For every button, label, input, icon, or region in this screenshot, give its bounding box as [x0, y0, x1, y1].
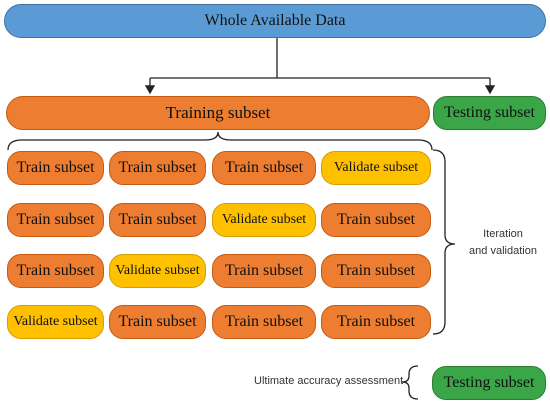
- train-subset-label: Train subset: [118, 313, 197, 330]
- train-subset-label: Train subset: [224, 313, 304, 330]
- train-subset-box: Train subset: [109, 203, 206, 237]
- assessment-label: Ultimate accuracy assessment: [254, 375, 404, 387]
- validate-subset-box: Validate subset: [7, 305, 104, 339]
- train-subset-box: Train subset: [109, 151, 206, 185]
- train-subset-box: Train subset: [212, 151, 316, 185]
- train-subset-box: Train subset: [321, 305, 431, 339]
- validate-subset-label: Validate subset: [13, 314, 98, 329]
- testing-subset-box: Testing subset: [433, 96, 546, 130]
- train-subset-label: Train subset: [16, 262, 95, 279]
- train-subset-label: Train subset: [16, 211, 95, 228]
- train-subset-label: Train subset: [336, 211, 416, 228]
- train-subset-label: Train subset: [336, 262, 416, 279]
- training-subset-label: Training subset: [165, 103, 271, 122]
- iteration-label-line1: Iteration: [483, 228, 523, 240]
- train-subset-label: Train subset: [16, 159, 95, 176]
- validate-subset-label: Validate subset: [333, 160, 419, 175]
- train-subset-box: Train subset: [321, 203, 431, 237]
- train-subset-box: Train subset: [109, 305, 206, 339]
- whole-data-label: Whole Available Data: [204, 12, 346, 29]
- iteration-brace: [432, 149, 456, 335]
- train-subset-label: Train subset: [118, 159, 197, 176]
- train-subset-box: Train subset: [7, 151, 104, 185]
- validate-subset-box: Validate subset: [212, 203, 316, 237]
- training-subset-box: Training subset: [6, 96, 430, 130]
- whole-data-box: Whole Available Data: [4, 4, 546, 38]
- testing-subset-label: Testing subset: [444, 104, 535, 121]
- train-subset-box: Train subset: [7, 203, 104, 237]
- folds-brace: [7, 131, 433, 151]
- train-subset-label: Train subset: [336, 313, 416, 330]
- final-testing-subset-box: Testing subset: [432, 366, 546, 400]
- validate-subset-box: Validate subset: [109, 254, 206, 288]
- final-testing-subset-label: Testing subset: [443, 374, 535, 391]
- train-subset-box: Train subset: [212, 305, 316, 339]
- validate-subset-box: Validate subset: [321, 151, 431, 185]
- validate-subset-label: Validate subset: [115, 263, 200, 278]
- iteration-label: Iteration and validation: [458, 226, 548, 260]
- assessment-brace: [401, 365, 419, 400]
- train-subset-label: Train subset: [118, 211, 197, 228]
- train-subset-label: Train subset: [224, 159, 304, 176]
- train-subset-box: Train subset: [212, 254, 316, 288]
- iteration-label-line2: and validation: [469, 245, 537, 257]
- train-subset-box: Train subset: [321, 254, 431, 288]
- validate-subset-label: Validate subset: [221, 212, 307, 227]
- train-subset-label: Train subset: [224, 262, 304, 279]
- train-subset-box: Train subset: [7, 254, 104, 288]
